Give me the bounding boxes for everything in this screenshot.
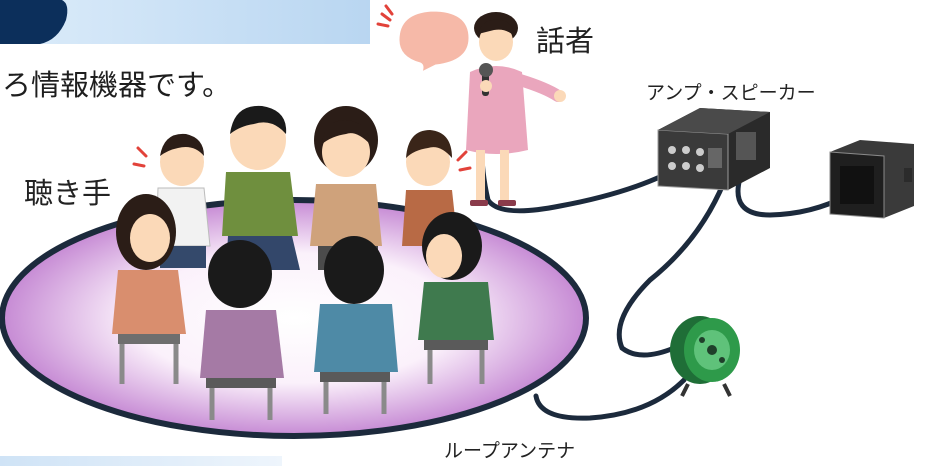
listener-front-left	[112, 194, 186, 384]
speech-bubble-icon	[376, 4, 472, 78]
loop-antenna-label: ループアンテナ	[444, 440, 576, 462]
speaker-box-icon	[829, 140, 914, 219]
sound-marks-right	[456, 150, 472, 172]
cable-reel-icon	[670, 316, 740, 397]
listeners-group	[112, 105, 494, 420]
cables	[478, 83, 849, 421]
listener-front-center-right	[314, 236, 398, 414]
listener-back-center-left	[222, 105, 300, 270]
header-band	[0, 0, 370, 44]
amplifier-icon	[657, 108, 770, 191]
listeners-label: 聴き手	[24, 176, 112, 210]
sound-marks-left	[132, 146, 148, 168]
listener-back-left	[155, 133, 211, 268]
listener-front-right	[418, 212, 494, 384]
amp-speaker-label: アンプ・スピーカー	[646, 82, 816, 104]
footer-band	[0, 456, 282, 466]
partial-heading-text: ろ情報機器です。	[2, 68, 232, 102]
speaker-figure	[466, 12, 566, 206]
listener-front-center-left	[200, 240, 284, 420]
microphone-icon	[479, 63, 493, 96]
listener-back-right	[402, 130, 458, 246]
speaker-label: 話者	[536, 24, 595, 58]
